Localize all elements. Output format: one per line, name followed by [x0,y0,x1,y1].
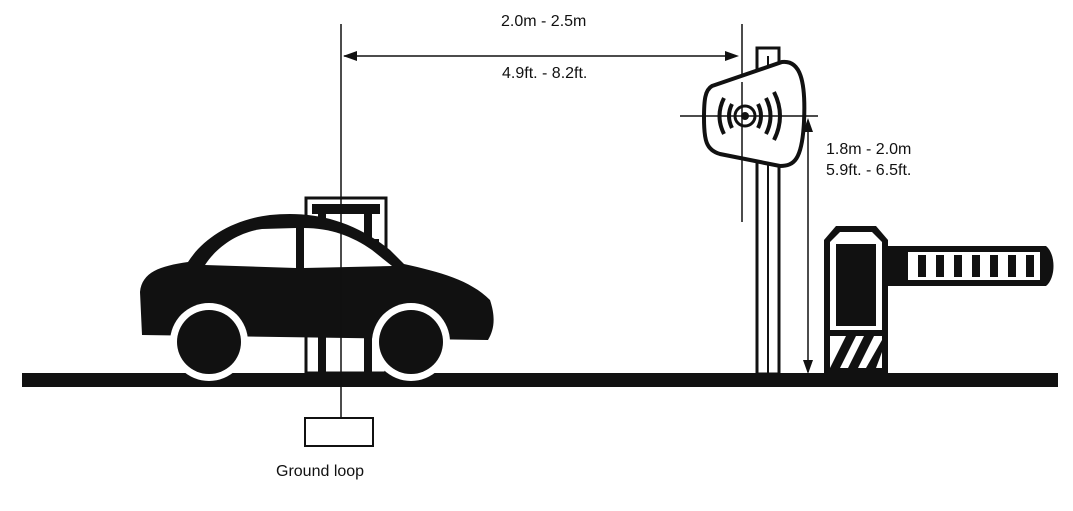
car-rear-window [205,228,296,268]
horizontal-distance-metric-label: 2.0m - 2.5m [501,13,587,30]
rfid-reader [680,59,818,222]
reader-height-metric-label: 1.8m - 2.0m [826,141,912,158]
vertical-dimension [803,118,813,374]
ground-loop-label: Ground loop [276,463,365,480]
car-front-window [304,228,392,268]
barrier-gate [824,226,1054,374]
horizontal-distance-imperial-label: 4.9ft. - 8.2ft. [502,65,588,82]
ground-loop-box [304,417,374,447]
car [140,213,494,381]
reader-height-imperial-label: 5.9ft. - 6.5ft. [826,162,912,179]
ground-line [22,373,1058,387]
horizontal-dimension [343,24,743,110]
